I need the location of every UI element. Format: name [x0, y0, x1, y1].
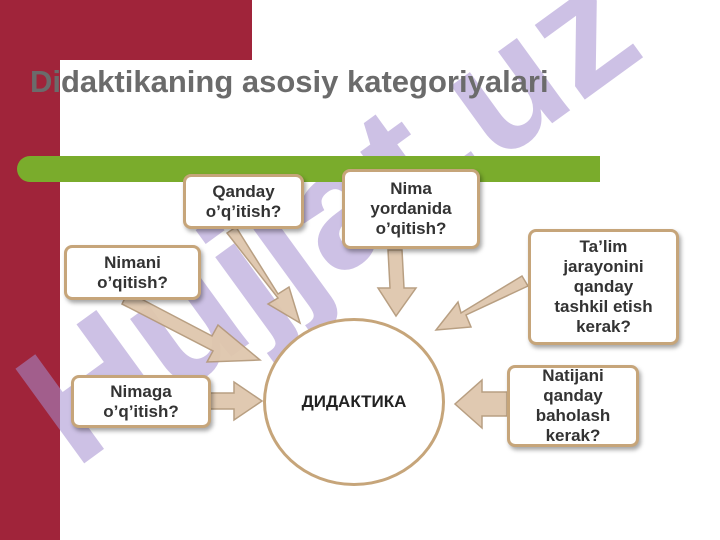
- box-nimaga-oqitish: Nimaga o’q’itish?: [71, 375, 211, 428]
- arrow-from-nima-yordamida: [376, 249, 418, 318]
- top-accent-block: [0, 0, 252, 60]
- arrow-from-nimani: [120, 290, 262, 363]
- box-talim-jarayonini: Ta’lim jarayonini qanday tashkil etish k…: [528, 229, 679, 345]
- arrow-from-natijani: [453, 378, 508, 430]
- box-nima-yordamida-oqitish: Nima yordanida o’qitish?: [342, 169, 480, 249]
- center-circle-didaktika: ДИДАКТИКА: [263, 318, 445, 486]
- arrow-from-talim: [434, 274, 530, 331]
- slide-title: Didaktikaning asosiy kategoriyalari: [30, 64, 549, 99]
- arrow-from-qanday: [225, 225, 302, 325]
- arrow-from-nimaga: [209, 380, 264, 422]
- box-qanday-oqitish: Qanday o’q’itish?: [183, 174, 304, 229]
- box-nimani-oqitish: Nimani o’qitish?: [64, 245, 201, 300]
- left-accent-bar: [0, 0, 60, 540]
- green-divider-bar: [17, 156, 600, 182]
- box-natijani-baholash: Natijani qanday baholash kerak?: [507, 365, 639, 447]
